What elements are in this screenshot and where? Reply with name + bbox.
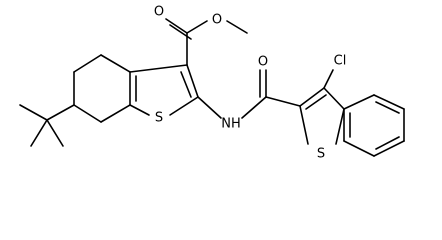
bond <box>197 96 222 119</box>
bond <box>73 104 102 123</box>
cyclohexene-ring <box>73 54 137 123</box>
bond <box>165 18 188 34</box>
bond <box>299 87 325 107</box>
bond <box>73 54 102 73</box>
bond <box>186 20 208 34</box>
bond <box>180 71 192 98</box>
bond <box>30 119 48 147</box>
chlorine-label: Cl <box>334 54 347 69</box>
bond <box>129 104 150 116</box>
ester-ether-oxygen-label: O <box>212 13 222 28</box>
bond <box>343 94 375 110</box>
ester-carbonyl-oxygen-label: O <box>154 5 164 20</box>
bond <box>186 64 199 98</box>
bond <box>305 94 327 110</box>
bond <box>265 96 301 107</box>
bond <box>169 24 192 40</box>
bond <box>19 104 48 121</box>
bond <box>129 64 188 73</box>
bond <box>241 96 267 119</box>
bond <box>343 140 375 157</box>
bond <box>373 94 405 110</box>
bond <box>375 136 400 150</box>
bond <box>46 119 64 147</box>
amide-linkage <box>197 69 301 119</box>
methyl-ester-group <box>165 18 248 66</box>
chemical-structure-diagram: O O S NH O Cl S <box>19 5 405 162</box>
bond <box>323 87 345 110</box>
amide-carbonyl-oxygen-label: O <box>258 55 268 70</box>
bond <box>375 101 400 114</box>
amide-nh-label: NH <box>221 117 241 132</box>
bond <box>100 104 131 123</box>
right-ring-sulfur-label: S <box>317 147 325 162</box>
bond <box>373 140 405 157</box>
benzothiophene-ring-system <box>299 69 405 157</box>
bond <box>169 96 199 116</box>
bond <box>100 54 131 73</box>
bond <box>323 69 334 89</box>
left-ring-sulfur-label: S <box>155 111 163 126</box>
bond <box>226 20 248 34</box>
left-thiophene-ring <box>129 64 199 116</box>
bond <box>335 108 345 145</box>
bond <box>46 104 75 121</box>
bond <box>299 105 309 145</box>
atom-labels: O O S NH O Cl S <box>154 5 346 162</box>
tert-butyl-group <box>19 104 75 147</box>
